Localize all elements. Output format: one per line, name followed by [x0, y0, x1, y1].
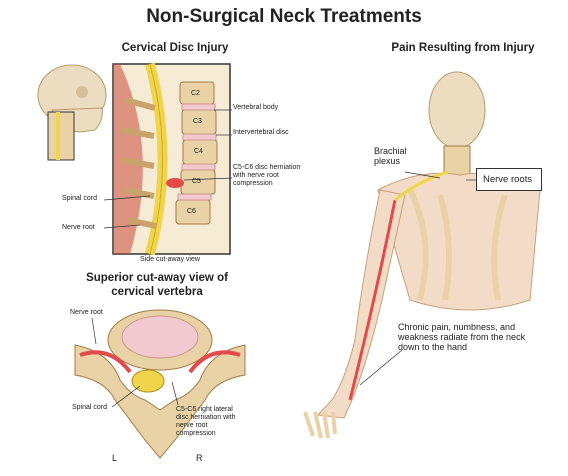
level-label: C4 — [194, 148, 203, 155]
level-label: C2 — [191, 90, 200, 97]
disc-herniation-label: C5-C6 disc herniation with nerve root co… — [233, 164, 301, 187]
vertebral-body-label: Vertebral body — [233, 104, 279, 111]
spine-cutaway-illustration — [103, 62, 233, 256]
body-skeleton-illustration — [303, 71, 541, 439]
spinal-cord-label: Spinal cord — [62, 195, 98, 202]
superior-nerve-root-label: Nerve root — [70, 309, 103, 316]
nerve-root-label: Nerve root — [62, 224, 95, 231]
level-label: C3 — [193, 118, 202, 125]
page-title: Non-Surgical Neck Treatments — [146, 6, 422, 27]
brachial-plexus-label: Brachial plexus — [374, 146, 407, 166]
side-view-caption: Side cut-away view — [140, 256, 200, 263]
right-marker: R — [196, 453, 203, 463]
superior-heading-line2: cervical vertebra — [111, 286, 203, 298]
superior-heading-line1: Superior cut-away view of — [86, 272, 228, 284]
left-marker: L — [112, 453, 118, 463]
level-label: C5 — [192, 178, 201, 185]
radiating-pain-label: Chronic pain, numbness, and weakness rad… — [398, 322, 526, 352]
superior-herniation-label: C5-C6 right lateral disc herniation with… — [176, 406, 236, 437]
intervertebral-disc-label: Intervertebral disc — [233, 129, 289, 136]
superior-vertebra-illustration — [74, 309, 246, 459]
disc-panel-heading: Cervical Disc Injury — [121, 42, 229, 54]
skull-inset-illustration — [37, 64, 107, 161]
nerve-roots-callout: Nerve roots — [476, 168, 542, 191]
superior-spinal-cord-label: Spinal cord — [72, 404, 108, 411]
level-label: C6 — [187, 208, 196, 215]
pain-panel-heading: Pain Resulting from Injury — [391, 42, 535, 54]
